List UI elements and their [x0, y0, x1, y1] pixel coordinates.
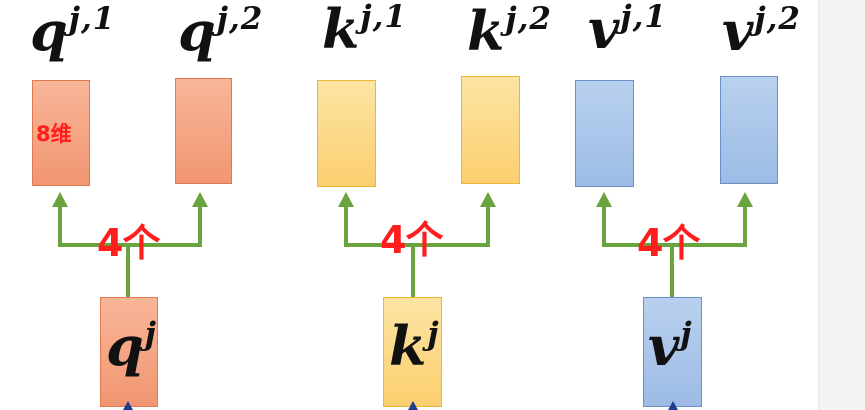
- label-superscript: j,1: [620, 0, 667, 35]
- q-head-2-label: qj,2: [178, 1, 264, 64]
- v-head-2-label: vj,2: [722, 1, 801, 64]
- k-head-2-label: kj,2: [467, 1, 553, 64]
- v-arrowheads: [596, 192, 753, 207]
- arrowhead-up-icon: [480, 192, 496, 207]
- v-head-2-vector: [720, 76, 778, 184]
- k-split-count-note: 4个: [380, 218, 443, 262]
- q-input-label: qj: [106, 316, 157, 379]
- v-head-1-vector: [575, 80, 634, 187]
- v-split-arrows: [602, 205, 747, 297]
- arrowhead-up-icon: [408, 401, 418, 410]
- label-base: q: [30, 0, 68, 63]
- v-input-label: vj: [648, 316, 693, 379]
- arrowhead-up-icon: [192, 192, 208, 207]
- q-head-2-vector: [175, 78, 232, 184]
- q-arrowheads: [52, 192, 208, 207]
- q-head-1-label: qj,1: [30, 1, 116, 64]
- k-arrowheads: [338, 192, 496, 207]
- v-input-vector: [643, 297, 702, 407]
- label-superscript: j,2: [754, 1, 801, 37]
- label-base: k: [467, 0, 505, 63]
- q-input-vector: [100, 297, 158, 407]
- arrowhead-up-icon: [737, 192, 753, 207]
- arrowhead-up-icon: [596, 192, 612, 207]
- label-base: v: [588, 0, 620, 61]
- k-head-2-vector: [461, 76, 520, 184]
- arrowhead-up-icon: [668, 401, 678, 410]
- label-superscript: j: [144, 316, 157, 352]
- k-input-vector: [383, 297, 442, 407]
- q-split-count-note: 4个: [97, 221, 160, 265]
- arrowhead-up-icon: [123, 401, 133, 410]
- q-head-1-vector: [32, 80, 90, 186]
- arrowhead-up-icon: [338, 192, 354, 207]
- label-base: q: [178, 0, 216, 63]
- q-split-arrows: [58, 205, 202, 297]
- label-superscript: j,1: [68, 1, 116, 37]
- dimension-note: 8维: [36, 122, 72, 146]
- arrowhead-up-icon: [52, 192, 68, 207]
- label-superscript: j: [427, 316, 440, 352]
- k-head-1-label: kj,1: [322, 0, 408, 62]
- label-base: v: [648, 314, 680, 378]
- label-superscript: j,1: [360, 0, 408, 35]
- input-arrowheads: [123, 401, 678, 410]
- label-base: q: [106, 314, 144, 378]
- label-superscript: j,2: [505, 1, 553, 37]
- k-head-1-vector: [317, 80, 376, 187]
- label-superscript: j,2: [216, 1, 264, 37]
- label-base: v: [722, 0, 754, 63]
- label-base: k: [322, 0, 360, 61]
- label-superscript: j: [680, 316, 693, 352]
- v-split-count-note: 4个: [637, 221, 700, 265]
- k-input-label: kj: [389, 316, 440, 379]
- side-panel-edge: [818, 0, 865, 410]
- v-head-1-label: vj,1: [588, 0, 667, 62]
- k-split-arrows: [344, 205, 490, 297]
- label-base: k: [389, 314, 427, 378]
